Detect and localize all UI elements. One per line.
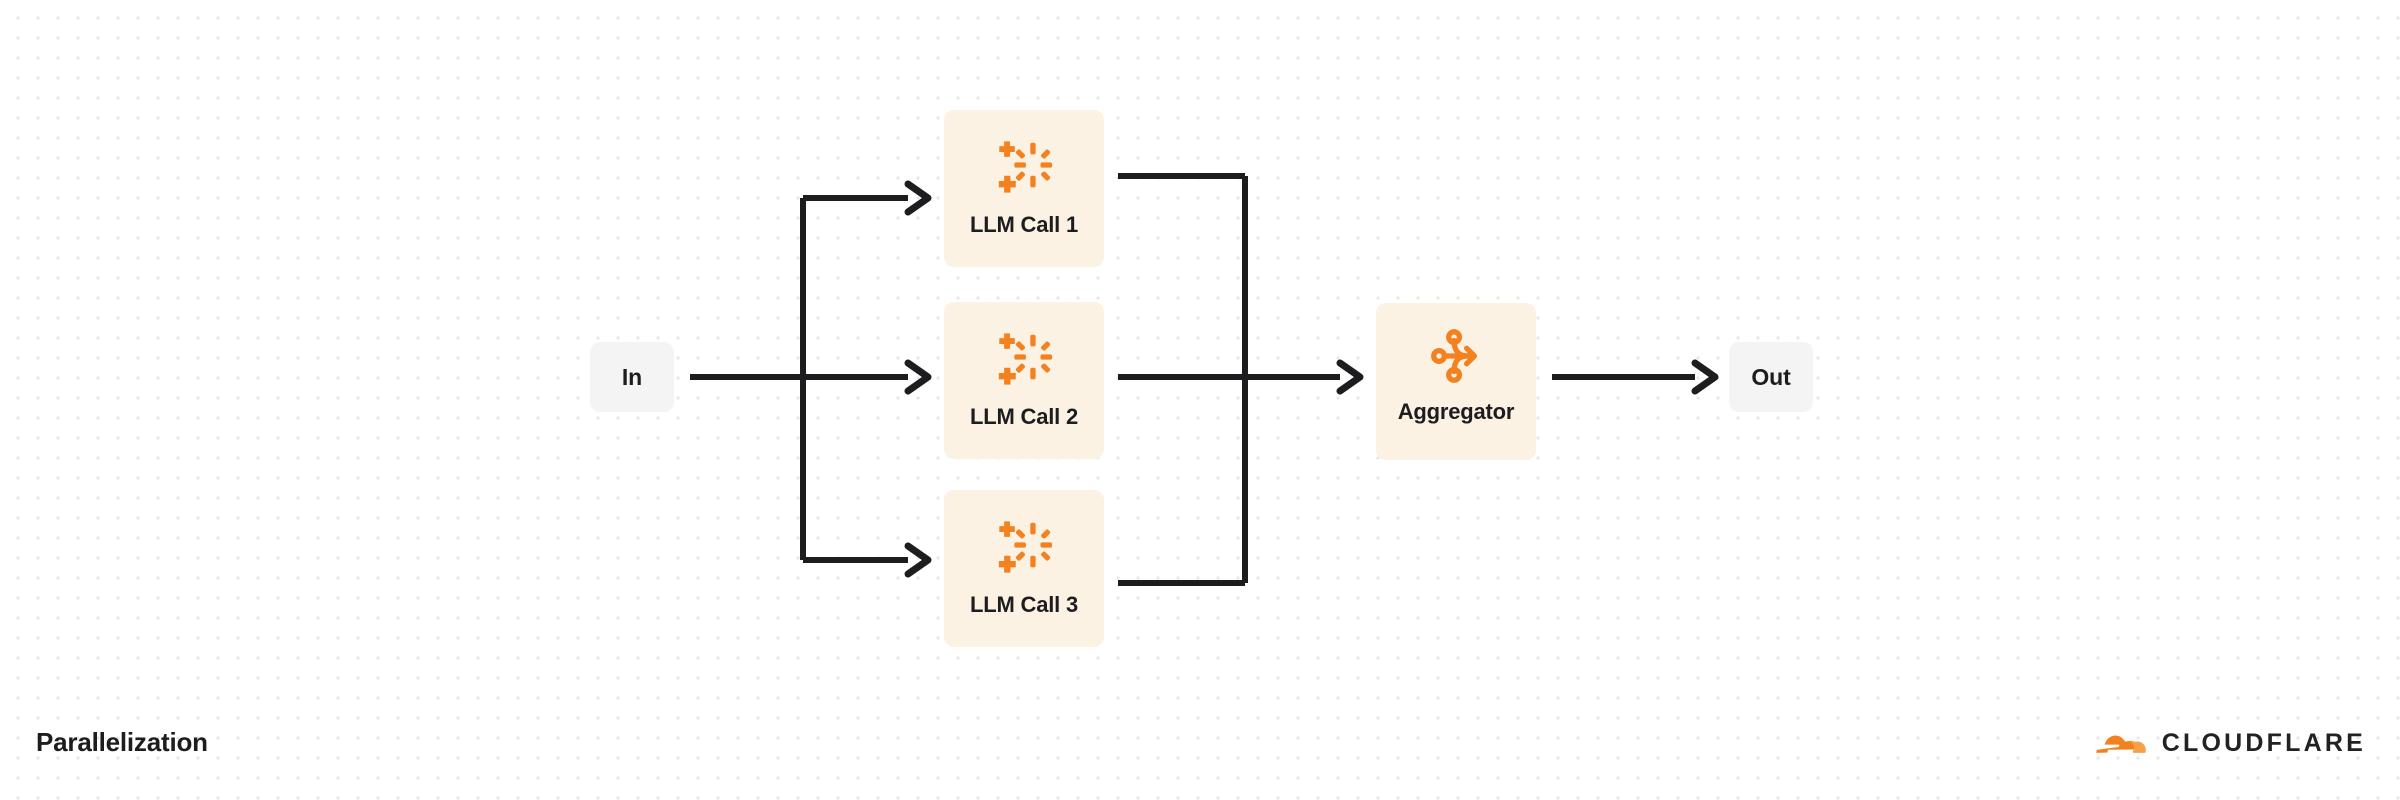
arrowhead-to-llm1 — [908, 184, 928, 212]
node-llm-call-1-label: LLM Call 1 — [969, 212, 1078, 237]
node-aggregator[interactable]: Aggregator — [1376, 303, 1536, 460]
node-out-label: Out — [1751, 363, 1791, 390]
node-in[interactable]: In — [590, 342, 674, 412]
node-aggregator-label: Aggregator — [1397, 399, 1515, 424]
arrowhead-to-aggregator — [1340, 363, 1360, 391]
cloudflare-logo: CLOUDFLARE — [2086, 726, 2366, 760]
node-llm-call-1[interactable]: LLM Call 1 — [944, 110, 1104, 267]
ai-sparkle-icon — [998, 521, 1053, 573]
merge-arrow-icon — [1431, 329, 1478, 383]
arrowhead-to-llm3 — [908, 546, 928, 574]
arrowhead-to-out — [1695, 363, 1715, 391]
cloudflare-wordmark: CLOUDFLARE — [2161, 728, 2366, 757]
node-in-label: In — [621, 363, 643, 390]
node-llm-call-3-label: LLM Call 3 — [969, 592, 1078, 617]
node-out[interactable]: Out — [1729, 342, 1813, 412]
arrowhead-to-llm2 — [908, 363, 928, 391]
node-llm-call-2[interactable]: LLM Call 2 — [944, 302, 1104, 459]
cloudflare-cloud-icon — [2096, 735, 2146, 753]
ai-sparkle-icon — [998, 141, 1053, 193]
ai-sparkle-icon — [998, 333, 1053, 385]
diagram-title: Parallelization — [36, 727, 208, 757]
node-llm-call-2-label: LLM Call 2 — [969, 404, 1078, 429]
node-llm-call-3[interactable]: LLM Call 3 — [944, 490, 1104, 647]
